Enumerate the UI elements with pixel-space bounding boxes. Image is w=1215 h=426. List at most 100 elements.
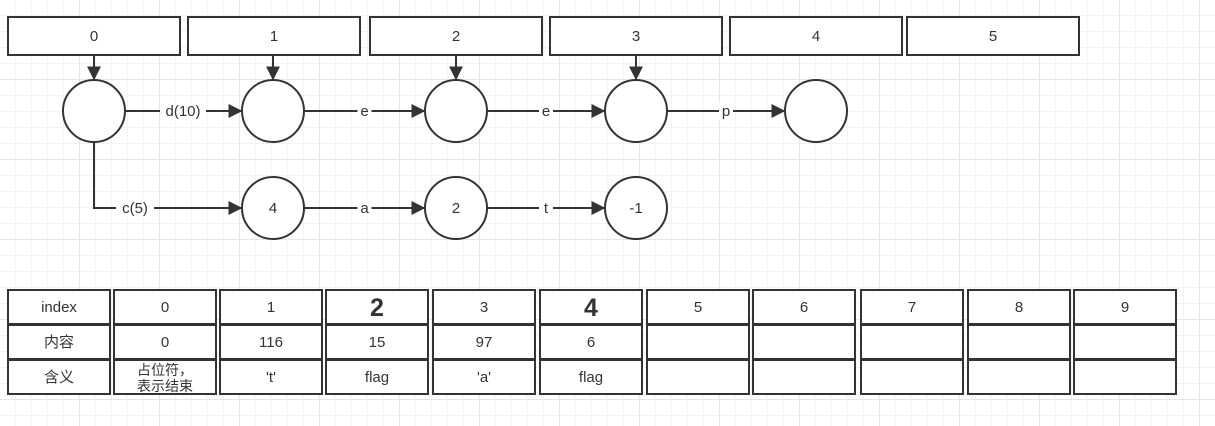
table-cell: 3 [432, 289, 536, 325]
slot-box-3: 3 [549, 16, 723, 56]
table-cell [860, 359, 964, 395]
table-cell [860, 324, 964, 360]
cell-text: flag [365, 369, 389, 386]
edge-n0-m1: c(5) [93, 142, 243, 217]
slot-label: 1 [270, 28, 278, 45]
cell-text: 1 [267, 299, 275, 316]
table-cell: 内容 [7, 324, 111, 360]
table-header-row: index 0 1 2 3 4 5 6 7 8 9 [7, 289, 1177, 325]
table-cell: flag [325, 359, 429, 395]
slot-box-2: 2 [369, 16, 543, 56]
table-cell: 0 [113, 289, 217, 325]
cell-text: 9 [1121, 299, 1129, 316]
edge-label: d(10) [165, 103, 200, 120]
node-label: -1 [629, 200, 642, 217]
table-cell: 2 [325, 289, 429, 325]
edge-m2-m3: t [487, 199, 606, 217]
edge-n3-n4: p [667, 102, 786, 120]
cell-text: 97 [476, 334, 493, 351]
table-cell: 8 [967, 289, 1071, 325]
table-cell: 6 [752, 289, 856, 325]
cell-text: 2 [370, 294, 384, 322]
table-cell: 15 [325, 324, 429, 360]
table-cell: 'a' [432, 359, 536, 395]
cell-text: 含义 [44, 369, 74, 386]
cell-text: flag [579, 369, 603, 386]
table-cell: 1 [219, 289, 323, 325]
table-cell [967, 359, 1071, 395]
cell-text: 3 [480, 299, 488, 316]
trie-node-n2 [424, 79, 488, 143]
edge-label: c(5) [122, 200, 148, 217]
table-cell: 7 [860, 289, 964, 325]
table-cell: 含义 [7, 359, 111, 395]
cell-text: index [41, 299, 77, 316]
edge-label: e [360, 103, 368, 120]
cell-text: 116 [259, 334, 283, 351]
slot-label: 3 [632, 28, 640, 45]
slot-box-4: 4 [729, 16, 903, 56]
table-cell [1073, 359, 1177, 395]
table-cell: 6 [539, 324, 643, 360]
cell-text: 0 [161, 334, 169, 351]
cell-text: 7 [908, 299, 916, 316]
node-label: 4 [269, 200, 277, 217]
cell-text: 15 [369, 334, 386, 351]
slot-label: 0 [90, 28, 98, 45]
edge-m1-m2: a [304, 199, 426, 217]
nodes: 4 2 -1 [62, 79, 848, 240]
cell-text: 't' [266, 369, 276, 386]
trie-node-n3 [604, 79, 668, 143]
table-cell: 97 [432, 324, 536, 360]
table-cell: 4 [539, 289, 643, 325]
slot-box-1: 1 [187, 16, 361, 56]
edges: d(10) e e p c(5) a t [87, 55, 786, 217]
trie-node-n4 [784, 79, 848, 143]
table-cell: 0 [113, 324, 217, 360]
table-cell: 9 [1073, 289, 1177, 325]
cell-text: 5 [694, 299, 702, 316]
table-cell: index [7, 289, 111, 325]
table-cell: 't' [219, 359, 323, 395]
cell-text: 占位符，表示结束 [137, 362, 193, 394]
cell-text: 6 [587, 334, 595, 351]
trie-node-n1 [241, 79, 305, 143]
table-cell [646, 324, 750, 360]
edge-n1-n2: e [304, 102, 426, 120]
slot-array: 0 1 2 3 4 5 [7, 16, 1080, 56]
cell-text: 内容 [44, 334, 74, 351]
cell-text: 4 [584, 294, 598, 322]
trie-node-m2: 2 [424, 176, 488, 240]
cell-text: 6 [800, 299, 808, 316]
edge-n2-n3: e [487, 102, 606, 120]
index-table: index 0 1 2 3 4 5 6 7 8 9 内容 0 116 15 97 6 含义 占位符，表示结束 't' f… [7, 289, 1177, 395]
table-cell: 116 [219, 324, 323, 360]
slot-label: 4 [812, 28, 820, 45]
edge-label: e [542, 103, 550, 120]
table-row: 内容 0 116 15 97 6 [7, 324, 1177, 360]
cell-text: 8 [1015, 299, 1023, 316]
edge-label: a [360, 200, 369, 217]
cell-text: 'a' [477, 369, 491, 386]
slot-label: 2 [452, 28, 460, 45]
trie-node-n0 [62, 79, 126, 143]
node-label: 2 [452, 200, 460, 217]
table-cell [752, 324, 856, 360]
table-cell [752, 359, 856, 395]
slot-box-5: 5 [906, 16, 1080, 56]
edge-n0-n1: d(10) [125, 102, 243, 120]
trie-node-m1: 4 [241, 176, 305, 240]
table-cell [1073, 324, 1177, 360]
table-cell: flag [539, 359, 643, 395]
slot-box-0: 0 [7, 16, 181, 56]
edge-label: t [544, 200, 549, 217]
cell-text: 0 [161, 299, 169, 316]
trie-node-m3: -1 [604, 176, 668, 240]
table-cell [967, 324, 1071, 360]
table-cell [646, 359, 750, 395]
edge-label: p [722, 103, 730, 120]
table-cell: 占位符，表示结束 [113, 359, 217, 395]
table-cell: 5 [646, 289, 750, 325]
table-row: 含义 占位符，表示结束 't' flag 'a' flag [7, 359, 1177, 395]
